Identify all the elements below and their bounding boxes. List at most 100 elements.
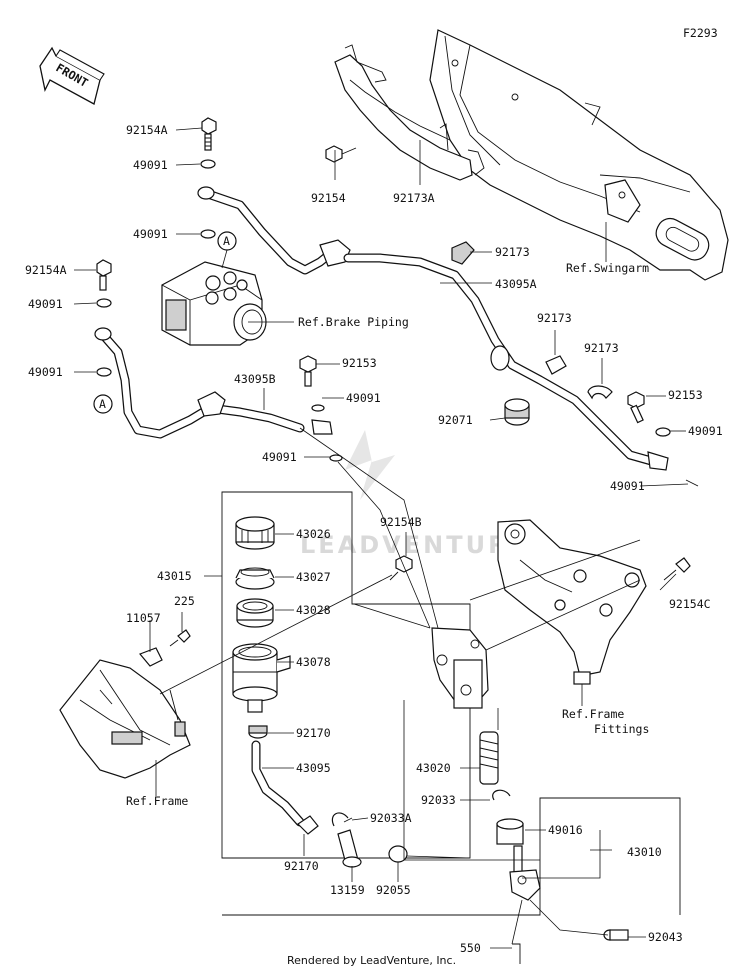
clamp-92173-1 [451,241,475,265]
watermark-text: LEADVENTURE [300,531,529,559]
reservoir-kit-box [221,491,471,859]
label-43078: 43078 [296,655,331,669]
washer-49091-4 [96,367,112,377]
frame-fittings-bracket [497,519,647,685]
label-92153-middle: 92153 [342,356,377,370]
label-92153-right: 92153 [668,388,703,402]
washer-49091-8 [685,479,699,487]
clamp-92173-2 [545,355,567,375]
swingarm [429,29,729,281]
label-11057: 11057 [126,611,161,625]
label-43020: 43020 [416,761,451,775]
bolt-92154B [389,555,413,581]
label-92154B: 92154B [380,515,422,529]
label-92173A: 92173A [393,191,435,205]
footer-credit: Rendered by LeadVenture, Inc. [287,954,456,967]
ref-swingarm: Ref.Swingarm [566,261,649,275]
label-43010: 43010 [627,845,662,859]
cotter-pin-550 [512,943,521,964]
piston-43020 [479,731,499,785]
bolt-92154 [325,145,357,163]
label-92173-1: 92173 [495,245,530,259]
fitting-13159 [337,817,362,868]
label-49091-1: 49091 [133,158,168,172]
ref-frame: Ref.Frame [126,794,188,808]
master-cylinder [431,627,489,709]
callout-A-left-label: A [99,397,106,411]
hose-bracket-92173A [334,44,485,181]
banjo-bolt-92154A-left [96,259,112,291]
callout-A-left [93,394,113,414]
reservoir-43078 [232,643,291,713]
leadventure-watermark: LEADVENTURE [300,430,529,559]
circlip-92033A [331,812,349,827]
label-43027: 43027 [296,570,331,584]
label-92170-lower: 92170 [284,859,319,873]
label-43095B: 43095B [234,372,276,386]
ref-frame-fittings-line2: Fittings [594,722,649,736]
diaphragm-43028 [236,598,274,628]
bracket-11057 [138,647,163,667]
label-92033: 92033 [421,793,456,807]
front-arrow-icon: FRONT [39,46,105,105]
callout-A-top-label: A [223,234,230,248]
washer-49091-7 [655,427,671,437]
label-49091-5: 49091 [346,391,381,405]
washer-49091-3 [96,298,112,308]
pin-92043 [603,929,629,941]
banjo-bolt-92153-middle [299,355,317,387]
label-49016: 49016 [548,823,583,837]
label-49091-7: 49091 [688,424,723,438]
diaphragm-plate-43027 [235,567,275,590]
banjo-bolt-92153-right [627,391,645,424]
label-43026: 43026 [296,527,331,541]
frame-cover [59,659,191,779]
circlip-92033 [492,789,511,801]
label-225: 225 [174,594,195,608]
master-cylinder-kit-box [222,797,681,916]
ref-brake-piping: Ref.Brake Piping [298,315,409,329]
boot-49016 [496,818,524,845]
leader-lines [73,127,689,949]
bolt-225 [169,629,191,647]
label-49091-3: 49091 [28,297,63,311]
label-92173-3: 92173 [584,341,619,355]
label-92154C: 92154C [669,597,711,611]
label-49091-6: 49091 [262,450,297,464]
clamp-92173-3 [587,385,613,400]
washer-49091-5 [311,404,325,412]
clamp-92170-upper [248,725,268,739]
label-550: 550 [460,941,481,955]
banjo-bolt-92154A-upper [201,117,217,151]
ref-frame-fittings-line1: Ref.Frame [562,707,624,721]
label-92154: 92154 [311,191,346,205]
washer-49091-2 [200,229,216,239]
label-43015: 43015 [157,569,192,583]
label-92154A-left: 92154A [25,263,67,277]
grommet-on-hose [490,345,510,371]
label-92154A-upper: 92154A [126,123,168,137]
washer-49091-6 [329,454,343,462]
label-43028: 43028 [296,603,331,617]
label-92043: 92043 [648,930,683,944]
label-92071: 92071 [438,413,473,427]
diagram-code: F2293 [683,26,718,40]
label-92173-2: 92173 [537,311,572,325]
label-92055: 92055 [376,883,411,897]
push-rod [509,845,541,901]
label-13159: 13159 [330,883,365,897]
label-49091-4: 49091 [28,365,63,379]
label-49091-2: 49091 [133,227,168,241]
label-43095: 43095 [296,761,331,775]
clamp-92170-lower [297,815,319,835]
bolt-92154C [663,557,691,581]
label-49091-8: 49091 [610,479,645,493]
abs-hydraulic-unit: A [161,231,267,346]
reservoir-cap-43026 [235,516,275,550]
label-43095A: 43095A [495,277,537,291]
washer-49091-1 [200,159,216,169]
label-92033A: 92033A [370,811,412,825]
label-92170-upper: 92170 [296,726,331,740]
grommet-92071 [504,398,530,426]
